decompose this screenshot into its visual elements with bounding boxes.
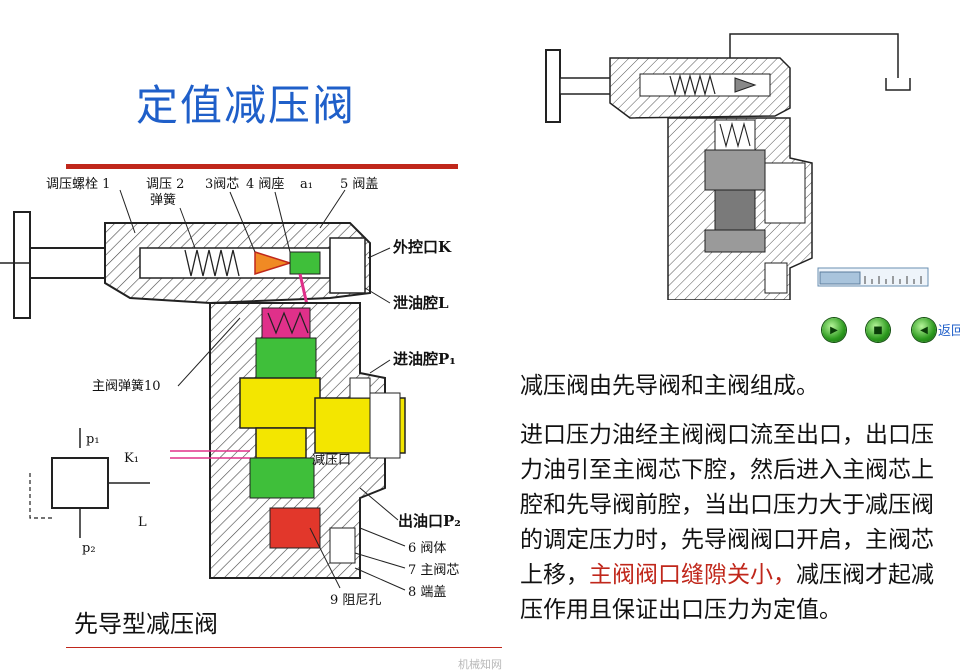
back-label[interactable]: 返回	[938, 324, 960, 339]
intro-text: 减压阀由先导阀和主阀组成。	[520, 373, 819, 399]
explanation-paragraph: 进口压力油经主阀阀口流至出口，出口压力油引至主阀芯下腔，然后进入主阀芯上腔和先导…	[520, 418, 954, 672]
caption-underline	[66, 647, 502, 648]
title-underline	[66, 164, 458, 169]
label-outlet-port: 出油口P₂	[398, 512, 461, 530]
label-damping-hole: 9 阻尼孔	[330, 593, 381, 608]
valve-animation-diagram	[545, 33, 929, 300]
label-adjust-screw: 调压螺栓 1	[46, 177, 110, 192]
stop-icon: ■	[873, 324, 883, 336]
symbol-p2: p₂	[82, 541, 96, 556]
symbol-p1: p₁	[86, 432, 100, 447]
valve-cross-section-diagram: 调压螺栓 1 调压 2 弹簧 3阀芯 4 阀座 a₁ 5 阀盖 外控口K 泄油腔…	[0, 177, 461, 608]
label-main-spool: 7 主阀芯	[408, 563, 459, 578]
label-main-spring: 主阀弹簧10	[92, 378, 161, 394]
paragraph-part-1: 进口压力油经主阀阀口流至出口，出口压力油引至主阀芯下腔，然后进入主阀芯上腔和先导…	[520, 422, 934, 588]
watermark: 机械知网	[458, 658, 502, 671]
paragraph-highlight: 主阀阀口缝隙关小，	[589, 562, 796, 588]
label-adjust-spring-b: 弹簧	[150, 192, 176, 208]
play-icon: ▶	[830, 324, 838, 336]
stop-button[interactable]: ■	[866, 318, 890, 342]
back-button[interactable]: ◀	[912, 318, 936, 342]
symbol-l: L	[138, 515, 147, 530]
paragraph-part-2: 减压阀才起减压作用且保证出口压力为定值。	[520, 562, 934, 623]
back-arrow-icon: ◀	[920, 324, 928, 336]
label-external-port: 外控口K	[392, 238, 452, 256]
label-valve-core: 3阀芯	[205, 177, 239, 192]
diagram-caption: 先导型减压阀	[74, 610, 218, 638]
play-button[interactable]: ▶	[822, 318, 846, 342]
label-valve-body: 6 阀体	[408, 541, 446, 556]
label-valve-cover: 5 阀盖	[340, 177, 378, 192]
label-inlet-chamber: 进油腔P₁	[393, 350, 456, 368]
label-valve-seat: 4 阀座	[246, 177, 284, 192]
label-drain-chamber: 泄油腔L	[393, 294, 449, 312]
symbol-k1: K₁	[124, 451, 139, 466]
label-relief-port: 减压口	[312, 453, 351, 468]
page-title: 定值减压阀	[136, 81, 357, 130]
label-adjust-spring-a: 调压 2	[146, 177, 184, 192]
label-a1: a₁	[300, 177, 313, 192]
label-end-cover: 8 端盖	[408, 585, 446, 600]
